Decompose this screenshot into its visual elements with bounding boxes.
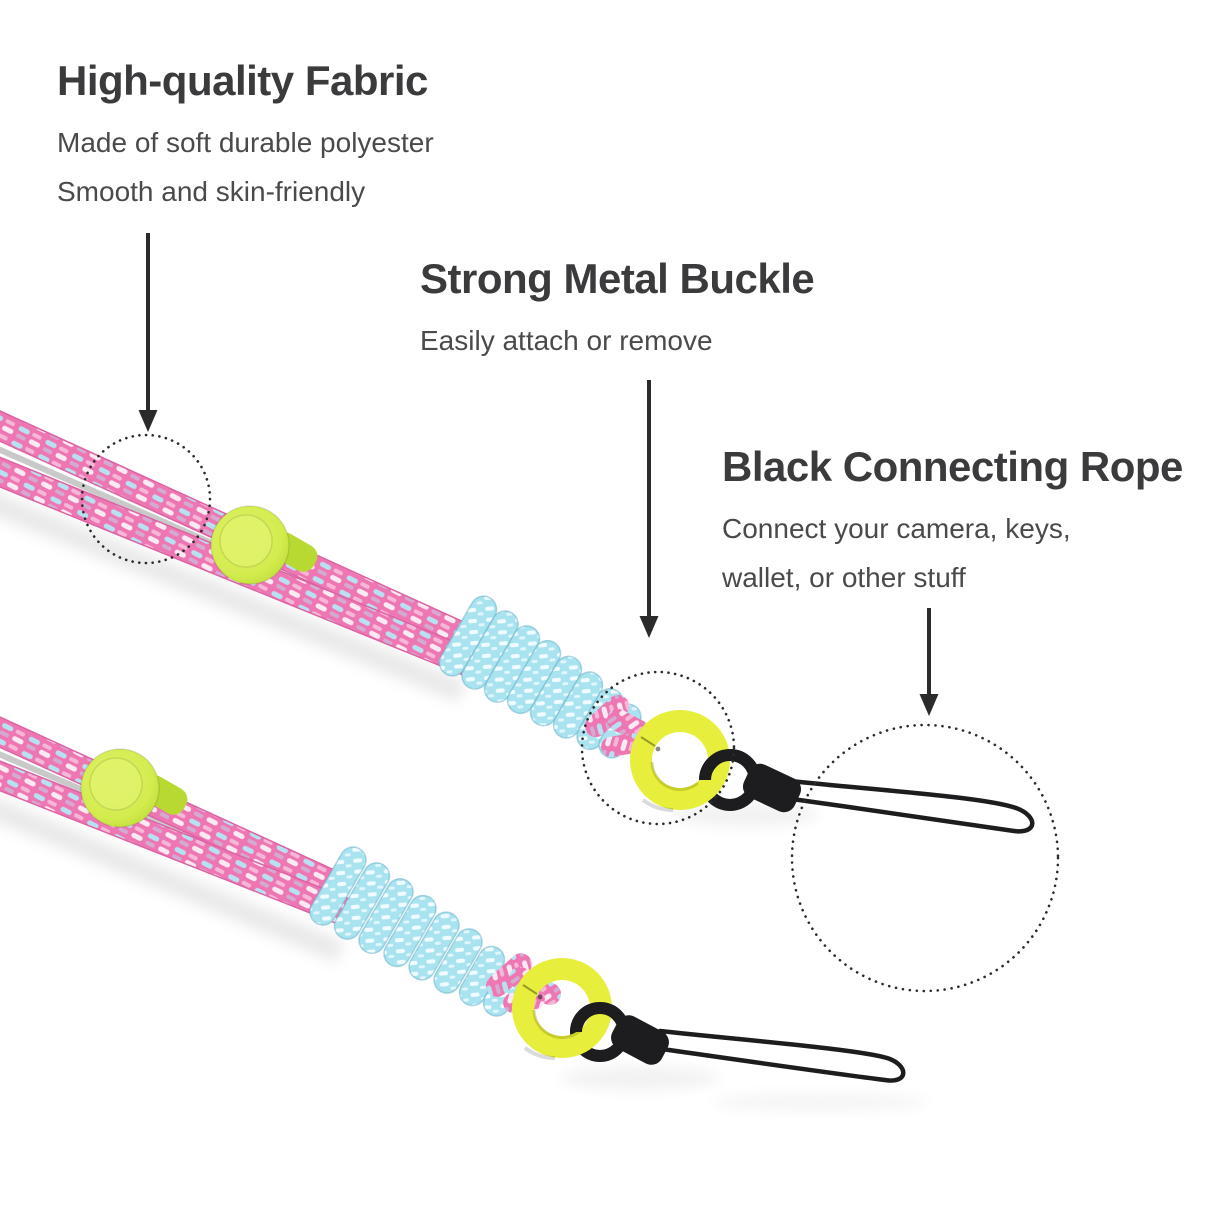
down-arrow-fabric-icon (138, 233, 158, 432)
upper-strap-shadow (0, 494, 467, 703)
lower-strap-shadow (0, 799, 345, 963)
lower-metal-ring-buckle (512, 958, 612, 1060)
annotation-fabric-line-2: Smooth and skin-friendly (57, 175, 366, 207)
dotted-circle-rope-icon (790, 723, 1060, 993)
annotation-rope-title: Black Connecting Rope (722, 443, 1183, 490)
annotation-markers (80, 233, 1060, 993)
upper-strap (0, 410, 1035, 834)
down-arrow-buckle-icon (639, 380, 659, 638)
upper-adjuster-button (210, 505, 318, 585)
annotation-buckle: Strong Metal Buckle Easily attach or rem… (420, 255, 815, 375)
lower-connecting-rope-loop (657, 1028, 906, 1083)
lower-adjuster-button (80, 748, 188, 828)
annotation-rope-line-1: Connect your camera, keys, (722, 513, 1071, 545)
down-arrow-rope-icon (919, 608, 939, 716)
lower-fabric-rope-bottom (0, 761, 350, 925)
dotted-circle-buckle-icon (580, 670, 736, 826)
annotation-fabric-line-1: Made of soft durable polyester (57, 127, 434, 159)
annotation-rope: Black Connecting Rope Connect your camer… (722, 443, 1183, 612)
upper-metal-ring-buckle (630, 710, 730, 812)
upper-connector-cap (742, 763, 802, 813)
annotation-fabric: High-quality Fabric Made of soft durable… (57, 57, 434, 226)
lower-connector-cap (611, 1015, 669, 1065)
lower-strap (0, 716, 930, 1111)
annotation-buckle-title: Strong Metal Buckle (420, 255, 815, 302)
annotation-rope-line-2: wallet, or other stuff (722, 561, 966, 593)
annotation-fabric-title: High-quality Fabric (57, 57, 428, 104)
upper-connecting-rope-loop (787, 778, 1035, 834)
dotted-circle-fabric-icon (80, 433, 212, 565)
annotation-buckle-line-1: Easily attach or remove (420, 325, 713, 357)
